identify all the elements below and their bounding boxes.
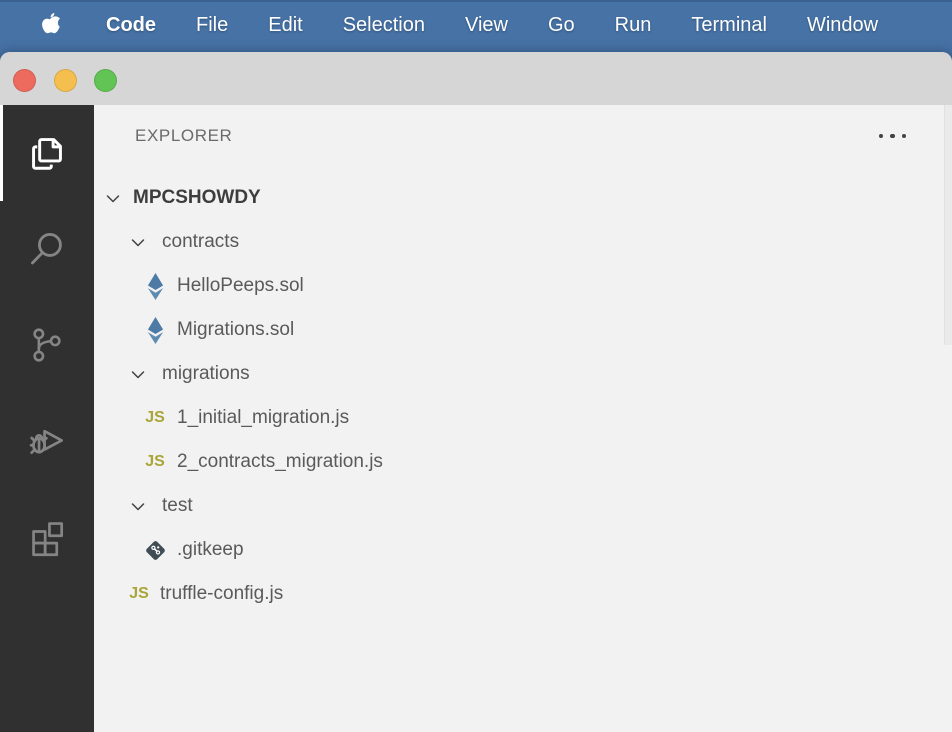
- menu-item-file[interactable]: File: [196, 13, 229, 36]
- tree-item-label: HelloPeeps.sol: [177, 275, 304, 296]
- menu-item-selection[interactable]: Selection: [342, 13, 425, 36]
- chevron-down-icon: [105, 190, 121, 206]
- menu-item-go[interactable]: Go: [547, 13, 575, 36]
- window-title-bar[interactable]: [0, 52, 952, 105]
- explorer-header: EXPLORER: [94, 105, 944, 167]
- menu-item-terminal[interactable]: Terminal: [691, 13, 767, 36]
- source-control-icon: [33, 328, 61, 362]
- menu-item-window[interactable]: Window: [806, 13, 879, 36]
- activity-bar-explorer[interactable]: [0, 105, 94, 201]
- menu-item-code[interactable]: Code: [106, 13, 156, 36]
- activity-bar: [0, 105, 94, 732]
- menu-item-run[interactable]: Run: [614, 13, 652, 36]
- solidity-file-icon: [142, 316, 168, 344]
- tree-item-label: contracts: [162, 231, 240, 252]
- menu-item-view[interactable]: View: [464, 13, 508, 36]
- tree-item-label: test: [162, 495, 193, 516]
- js-file-icon: JS: [145, 409, 165, 426]
- active-view-indicator: [0, 105, 3, 201]
- menu-item-edit[interactable]: Edit: [268, 13, 303, 36]
- js-file-icon: JS: [129, 585, 149, 602]
- solidity-file-icon: [142, 272, 168, 300]
- chevron-down-icon: [130, 498, 146, 514]
- git-file-icon: [142, 538, 168, 563]
- zoom-window-button[interactable]: [94, 69, 117, 92]
- chevron-down-icon: [130, 234, 146, 250]
- activity-bar-search[interactable]: [0, 201, 94, 297]
- tree-item-label: 2_contracts_migration.js: [177, 451, 383, 472]
- explorer-title: EXPLORER: [135, 126, 233, 145]
- chevron-down-icon: [130, 366, 146, 382]
- tree-item-1-initial-migration-js[interactable]: JS 1_initial_migration.js: [94, 396, 944, 440]
- tree-item-label: .gitkeep: [177, 539, 244, 560]
- workspace-label: MPCSHOWDY: [133, 187, 261, 208]
- activity-bar-run-debug[interactable]: [0, 393, 94, 489]
- activity-bar-source-control[interactable]: [0, 297, 94, 393]
- more-actions-button[interactable]: [877, 128, 909, 145]
- editor-area: [944, 105, 952, 732]
- tree-item-test[interactable]: test: [94, 484, 944, 528]
- search-icon: [31, 233, 62, 265]
- tree-item-2-contracts-migration-js[interactable]: JS 2_contracts_migration.js: [94, 440, 944, 484]
- apple-logo-icon[interactable]: [38, 11, 62, 39]
- tree-item-workspace[interactable]: MPCSHOWDY: [94, 176, 944, 220]
- tree-item-migrations[interactable]: migrations: [94, 352, 944, 396]
- tree-item--gitkeep[interactable]: .gitkeep: [94, 528, 944, 572]
- run-debug-icon: [29, 429, 64, 454]
- files-icon: [32, 138, 62, 170]
- tree-item-migrations-sol[interactable]: Migrations.sol: [94, 308, 944, 352]
- close-window-button[interactable]: [13, 69, 36, 92]
- tree-item-contracts[interactable]: contracts: [94, 220, 944, 264]
- menu-items: Code File Edit Selection View Go Run Terminal Wi…: [106, 14, 878, 37]
- activity-bar-extensions[interactable]: [0, 489, 94, 585]
- minimize-window-button[interactable]: [54, 69, 77, 92]
- tree-item-label: migrations: [162, 363, 250, 384]
- extensions-icon: [32, 522, 64, 557]
- macos-menu-bar: Code File Edit Selection View Go Run Terminal Wi…: [0, 0, 952, 48]
- tree-item-label: 1_initial_migration.js: [177, 407, 350, 428]
- tree-item-label: truffle-config.js: [160, 583, 284, 604]
- tree-item-hellopeeps-sol[interactable]: HelloPeeps.sol: [94, 264, 944, 308]
- tree-item-label: Migrations.sol: [177, 319, 295, 340]
- js-file-icon: JS: [145, 453, 165, 470]
- tree-item-truffle-config-js[interactable]: JS truffle-config.js: [94, 572, 944, 616]
